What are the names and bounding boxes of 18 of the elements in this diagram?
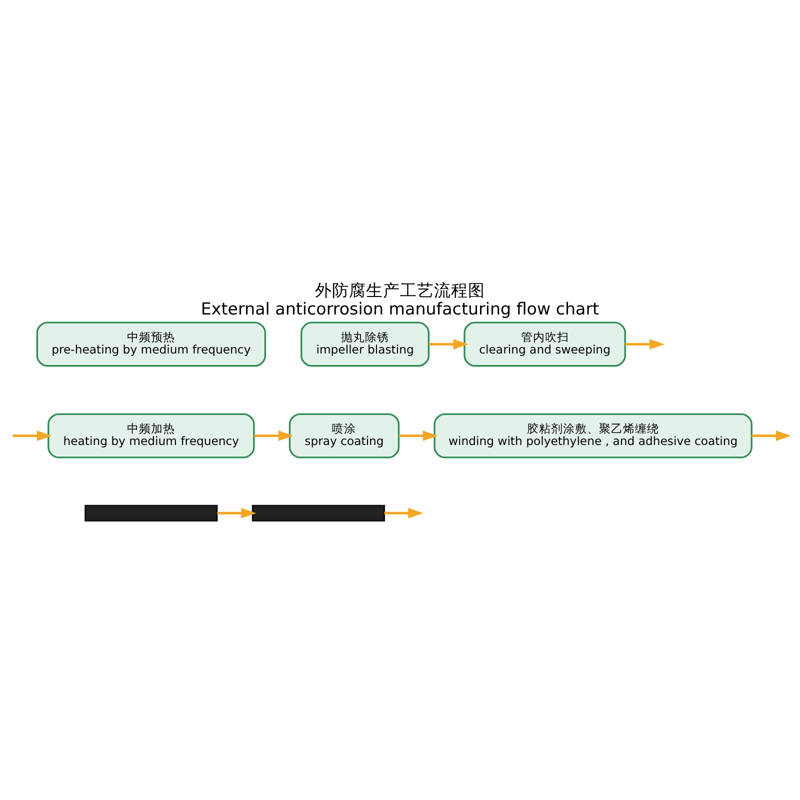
arrow (12, 430, 52, 442)
diagram-title: 外防腐生产工艺流程图 (315, 280, 485, 300)
arrow (428, 338, 468, 350)
node-box: 管内吹扫 clearing and sweeping (464, 322, 626, 367)
arrow (752, 430, 792, 442)
arrow (217, 508, 256, 518)
node-box: 胶粘剂涂敷、聚乙烯缠绕 winding with polyethylene , and adhesive coating (434, 413, 752, 458)
arrow (398, 430, 438, 442)
node-box: 中频预热 pre-heating by medium frequency (36, 322, 266, 367)
arrow (625, 338, 665, 350)
arrow (384, 508, 424, 518)
arrow (254, 430, 294, 442)
node-box: 抛丸除锈 impeller blasting (300, 322, 430, 367)
node-bar (84, 504, 218, 522)
node-box: 中频加热 heating by medium frequency (48, 413, 255, 458)
caption: External anticorrosion manufacturing flow chart (200, 299, 600, 318)
node-bar (252, 504, 386, 522)
node-box: 喷涂 spray coating (288, 413, 400, 458)
